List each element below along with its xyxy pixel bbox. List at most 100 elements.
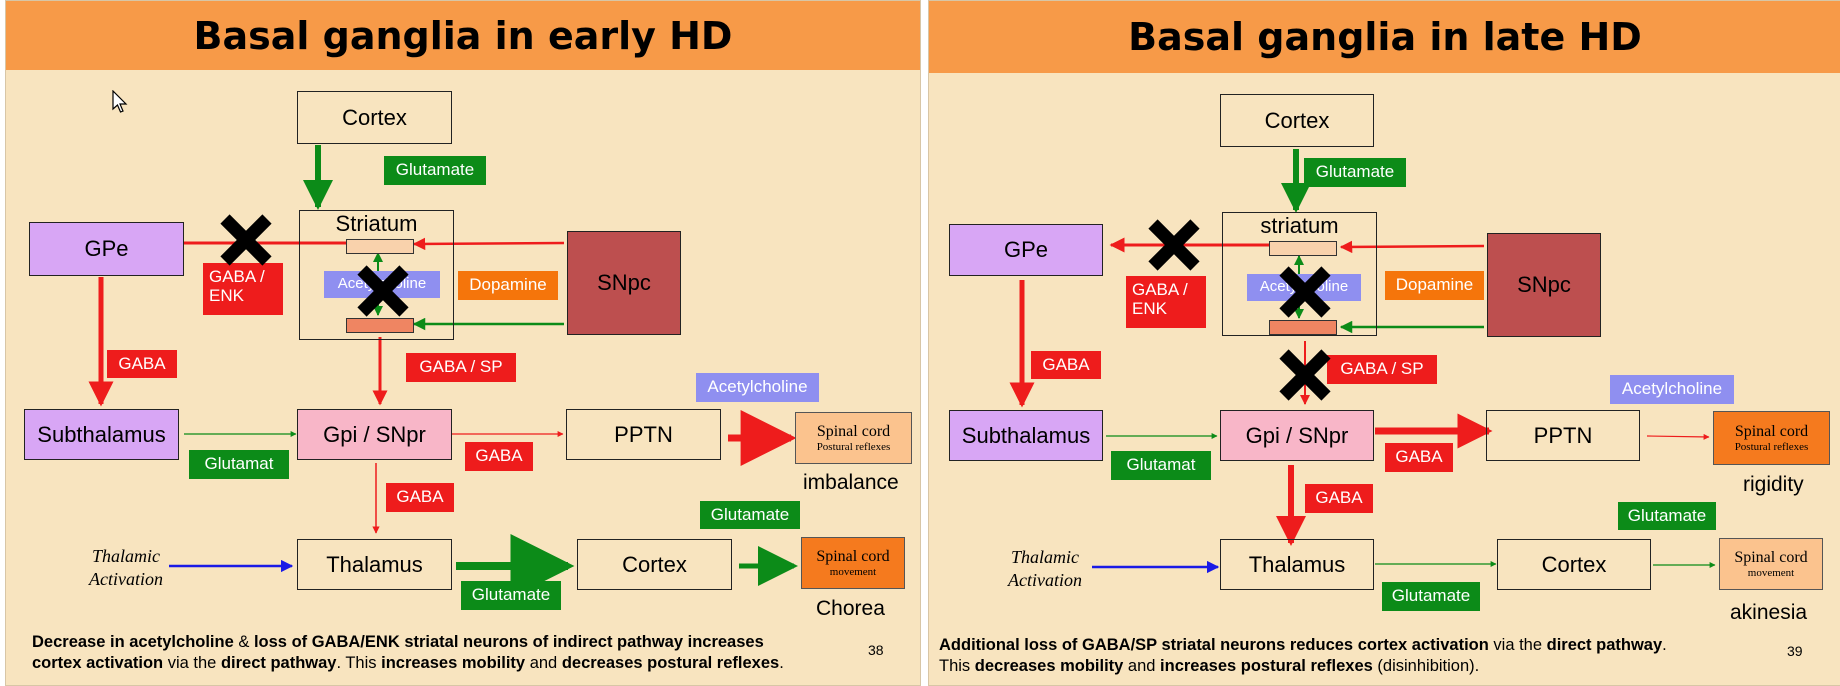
- tag-text: Glutamate: [471, 585, 551, 605]
- arrow-pptn-cord: [1646, 433, 1710, 440]
- tag-text: GABA / SP: [1340, 359, 1424, 379]
- tag-gaba-left: GABA: [107, 350, 177, 378]
- cortex-top-box: Cortex: [297, 91, 452, 144]
- thalamic-line-1: Thalamic: [1010, 547, 1079, 567]
- tag-text: Glutamate: [395, 160, 475, 180]
- thalamic-line-2: Activation: [89, 568, 163, 589]
- slide-caption: Additional loss of GABA/SP striatal neur…: [939, 635, 1779, 676]
- thalamic-line-1: Thalamic: [91, 546, 160, 566]
- caption-bold: loss of GABA/ENK striatal neurons of ind…: [253, 633, 764, 651]
- slide-early-hd: Basal ganglia in early HD: [5, 0, 921, 686]
- caption-text: (disinhibition).: [1372, 656, 1480, 675]
- x-mark-icon: [220, 214, 272, 266]
- tag-gaba-enk: GABA / ENK: [203, 263, 283, 315]
- outcome-bottom: akinesia: [1730, 601, 1808, 624]
- caption-bold: direct pathway: [220, 653, 337, 672]
- pptn-box: PPTN: [1486, 410, 1640, 461]
- caption-text: via the: [1488, 636, 1547, 654]
- thalamus-box: Thalamus: [297, 539, 452, 590]
- caption-bold: Decrease in acetylcholine: [32, 633, 234, 651]
- gpi-label: Gpi / SNpr: [1245, 422, 1349, 448]
- tag-text: Glutamat: [1126, 455, 1196, 475]
- caption-bold: cortex activation: [32, 653, 164, 672]
- tag-gaba-thal: GABA: [1305, 484, 1373, 513]
- outcome-top: imbalance: [803, 471, 899, 494]
- tag-glutamat: Glutamat: [1111, 451, 1211, 480]
- arrow-snpc-striatum-upper: [412, 237, 565, 251]
- caption-bold: decreases postural reflexes: [561, 653, 780, 672]
- thalamic-activation-label: Thalamic Activation: [76, 545, 176, 590]
- tag-text: GABA: [1315, 488, 1363, 508]
- caption-text: and: [525, 653, 562, 672]
- cursor-icon: [112, 90, 128, 113]
- tag-acetylcholine-right: Acetylcholine: [1610, 375, 1734, 404]
- caption-text: &: [233, 633, 254, 651]
- tag-text: GABA /: [209, 267, 265, 286]
- cord-top-label: Spinal cord: [816, 423, 891, 440]
- cortex-bottom-label: Cortex: [622, 551, 687, 577]
- caption-bold: decreases mobility: [974, 656, 1124, 675]
- tag-text: Glutamate: [1391, 586, 1471, 606]
- subthalamus-box: Subthalamus: [24, 409, 179, 460]
- tag-glutamat: Glutamat: [189, 450, 289, 479]
- thalamus-box: Thalamus: [1220, 539, 1374, 590]
- page-number: 38: [868, 642, 884, 658]
- tag-acetylcholine-right: Acetylcholine: [696, 373, 819, 402]
- caption-text: .: [779, 653, 784, 672]
- tag-text: Acetylcholine: [707, 377, 808, 397]
- snpc-box: SNpc: [1487, 233, 1601, 337]
- gpe-box: GPe: [29, 222, 184, 276]
- subthalamus-label: Subthalamus: [961, 422, 1091, 448]
- outcome-bottom: Chorea: [816, 597, 885, 620]
- striatum-neuron-lower: [1269, 320, 1337, 335]
- striatum-neuron-upper: [346, 239, 414, 254]
- slide-caption: Decrease in acetylcholine & loss of GABA…: [32, 632, 862, 673]
- gpe-label: GPe: [84, 236, 129, 261]
- tag-text: GABA: [475, 446, 523, 466]
- thalamic-activation-label: Thalamic Activation: [995, 546, 1095, 591]
- tag-glutamate-bottom: Glutamate: [461, 581, 561, 610]
- gpi-box: Gpi / SNpr: [297, 409, 452, 460]
- spinal-cord-movement: Spinal cord movement: [1719, 538, 1823, 590]
- tag-text: GABA: [396, 487, 444, 507]
- snpc-label: SNpc: [1517, 272, 1571, 297]
- tag-dopamine: Dopamine: [1385, 271, 1484, 300]
- tag-text: Dopamine: [1395, 275, 1474, 295]
- cortex-bottom-box: Cortex: [1497, 539, 1651, 590]
- tag-gaba-sp: GABA / SP: [1327, 355, 1437, 384]
- tag-text: GABA / SP: [419, 357, 503, 377]
- spinal-cord-movement: Spinal cord movement: [801, 537, 905, 589]
- caption-text: via the: [163, 653, 221, 672]
- tag-glutamate-right: Glutamate: [700, 501, 800, 529]
- caption-bold: Additional loss of GABA/SP striatal neur…: [939, 636, 1489, 654]
- cortex-bottom-label: Cortex: [1541, 551, 1607, 577]
- tag-text: GABA /: [1132, 280, 1188, 299]
- caption-text: .: [1662, 636, 1667, 654]
- striatum-neuron-lower: [346, 318, 414, 333]
- snpc-box: SNpc: [567, 231, 681, 335]
- cord-top-sublabel: Postural reflexes: [816, 441, 891, 453]
- striatum-label: Striatum: [335, 211, 418, 236]
- slide-late-hd: Basal ganglia in late HD Cortex striatum…: [928, 0, 1840, 686]
- tag-text: ENK: [1132, 298, 1167, 318]
- pathway-arrows: [88, 145, 798, 598]
- x-mark-icon: [1279, 266, 1331, 318]
- tag-text: GABA: [118, 353, 166, 373]
- cortex-top-label: Cortex: [1264, 107, 1330, 133]
- spinal-cord-postural: Spinal cord Postural reflexes: [1713, 411, 1830, 465]
- tag-text: ENK: [209, 285, 244, 305]
- thalamus-label: Thalamus: [1248, 551, 1346, 577]
- striatum-label: striatum: [1260, 213, 1339, 238]
- tag-glutamate-right: Glutamate: [1618, 502, 1716, 530]
- subthalamus-box: Subthalamus: [949, 410, 1103, 461]
- caption-text: and: [1123, 656, 1161, 675]
- cord-top-sublabel: Postural reflexes: [1734, 441, 1809, 453]
- x-mark-icon: [1148, 219, 1200, 271]
- gpe-box: GPe: [949, 224, 1103, 276]
- cord-bottom-label: Spinal cord: [816, 548, 890, 565]
- tag-text: GABA: [1395, 447, 1443, 467]
- slide-title: Basal ganglia in late HD: [1128, 15, 1642, 59]
- subthalamus-label: Subthalamus: [37, 421, 166, 447]
- striatum-box: striatum: [1222, 212, 1377, 336]
- tag-text: Acetylcholine: [1621, 379, 1723, 399]
